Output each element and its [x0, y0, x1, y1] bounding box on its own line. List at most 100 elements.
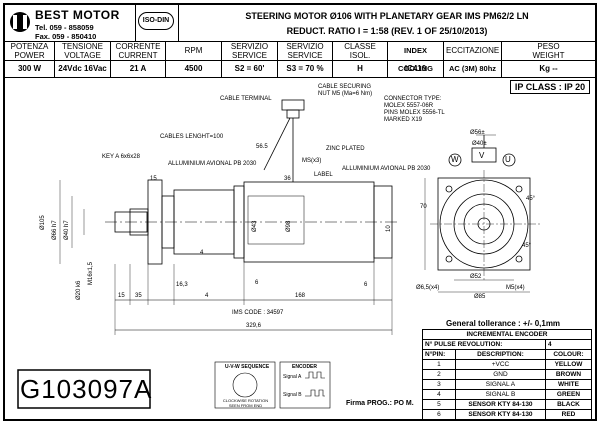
- dim-m16: M16x1,5: [88, 261, 94, 285]
- label-key: KEY A 6x6x28: [102, 154, 140, 160]
- spec-col-insulation: CLASSE ISOL. H: [333, 41, 388, 77]
- spec-header: INDEX COOLING: [388, 41, 443, 73]
- dim-phi85: Ø85: [474, 294, 486, 300]
- drawing-number: G103097A: [20, 374, 153, 404]
- dim-phi98: Ø98: [286, 220, 292, 232]
- label-cable-securing: CABLE SECURING: [318, 84, 372, 90]
- label-phase-u: U: [505, 155, 511, 164]
- label-ims-code: IMS CODE : 34597: [232, 310, 284, 316]
- spec-value: 24Vdc 16Vac: [58, 64, 107, 73]
- dim-total: 329,6: [246, 323, 262, 329]
- dim-16-3: 16,3: [176, 282, 188, 288]
- dim-36: 36: [284, 176, 291, 182]
- dim-phi66: Ø66 h7: [52, 220, 58, 240]
- logo-block: BEST MOTOR Tel. 059 - 858059 Fax. 059 - …: [5, 5, 136, 41]
- spec-header: CORRENTE CURRENT: [111, 41, 165, 61]
- label-phase-w: W: [451, 155, 459, 164]
- spec-header: SERVIZIO SERVICE: [222, 41, 277, 61]
- dim-phi56: Ø56±: [470, 130, 485, 136]
- title-block: STEERING MOTOR Ø106 WITH PLANETARY GEAR …: [178, 5, 595, 41]
- company-name: BEST MOTOR: [35, 8, 120, 22]
- dim-14-8: 6: [364, 282, 368, 288]
- label-ms3: MS(x3): [302, 158, 322, 164]
- signature-label: Firma PROG.: PO M.: [346, 400, 414, 407]
- iso-badge: ISO-DIN: [138, 12, 174, 30]
- dim-phi20: Ø20 k6: [76, 280, 82, 300]
- sheet-border: [3, 3, 597, 421]
- spec-value: AC (3M) 80hz: [448, 64, 497, 73]
- spec-header: PESO WEIGHT: [502, 41, 595, 61]
- dim-93: 4: [205, 293, 209, 299]
- dim-4: 4: [200, 250, 204, 256]
- dim-168: 168: [295, 293, 306, 299]
- encoder-header-colour: COLOUR:: [544, 349, 593, 360]
- company-fax: Fax. 059 - 850410: [35, 32, 97, 41]
- encoder-table: INCREMENTAL ENCODER N° PULSE REVOLUTION:…: [422, 329, 593, 420]
- spec-value: S2 = 60': [234, 64, 265, 73]
- dim-70: 70: [420, 204, 427, 210]
- label-angle-2: 45°: [522, 243, 532, 249]
- signal-a-label: Signal A: [283, 374, 302, 380]
- spec-col-power: POTENZA POWER 300 W: [5, 41, 55, 77]
- label-nut: NUT M5 (Ma=6 Nm): [318, 91, 373, 97]
- dim-phi52: Ø52: [470, 274, 482, 280]
- company-tel: Tel. 059 - 858059: [35, 23, 94, 32]
- seq-title: U-V-W SEQUENCE: [225, 364, 270, 370]
- label-aluminium-2: ALLUMINIUM AVIONAL PB 2030: [342, 166, 431, 172]
- spec-header: TENSIONE VOLTAGE: [55, 41, 110, 61]
- label-phase-v: V: [479, 151, 485, 160]
- label-m5: M5(x4): [506, 285, 525, 291]
- header-divider: [5, 41, 595, 42]
- label-aluminium-1: ALLUMINIUM AVIONAL PB 2030: [168, 161, 257, 167]
- spec-header: RPM: [166, 41, 221, 61]
- dim-phi105: Ø105: [40, 215, 46, 230]
- dim-15b: 15: [150, 176, 157, 182]
- spec-col-excitation: ECCITAZIONE AC (3M) 80hz: [444, 41, 502, 77]
- encoder-pulse-value: 4: [544, 339, 593, 350]
- spec-header: ECCITAZIONE: [444, 41, 501, 61]
- spec-col-voltage: TENSIONE VOLTAGE 24Vdc 16Vac: [55, 41, 111, 77]
- dim-phi40: Ø40 h7: [64, 220, 70, 240]
- signal-b-label: Signal B: [283, 392, 302, 398]
- spec-col-rpm: RPM 4500: [166, 41, 222, 77]
- dim-phi40b: Ø40±: [472, 141, 487, 147]
- seq-caption: CLOCKWISE ROTATION SEEN FROM END: [222, 398, 269, 408]
- label-zinc-plated: ZINC PLATED: [326, 146, 365, 152]
- dim-56-5: 56.5: [256, 144, 268, 150]
- ip-class-box: IP CLASS : IP 20: [510, 80, 590, 94]
- spec-value: 4500: [184, 64, 203, 73]
- spec-value: S3 = 70 %: [286, 64, 324, 73]
- label-cable-terminal: CABLE TERMINAL: [220, 96, 272, 102]
- spec-header: POTENZA POWER: [5, 41, 54, 61]
- spec-value: IC410: [404, 64, 427, 73]
- label-cables-length: CABLES LENGHT=100: [160, 134, 224, 140]
- label-angle-1: 45°: [526, 196, 536, 202]
- dim-35: 35: [135, 293, 142, 299]
- dim-6: 6: [255, 280, 259, 286]
- company-logo-icon: [10, 12, 30, 32]
- spec-value: Kg --: [539, 64, 558, 73]
- spec-col-current: CORRENTE CURRENT 21 A: [111, 41, 166, 77]
- title-line-2: REDUCT. RATIO I = 1:58 (REV. 1 OF 25/10/…: [286, 26, 488, 36]
- dim-10: 10: [386, 225, 392, 232]
- encoder-label: ENCODER: [292, 364, 318, 370]
- spec-col-service-s3: SERVIZIO SERVICE S3 = 70 %: [278, 41, 333, 77]
- label-molex: MOLEX 5557-06R: [384, 103, 434, 109]
- encoder-header-description: DESCRIPTION:: [454, 349, 546, 360]
- encoder-pulse-label: N° PULSE REVOLUTION:: [422, 339, 546, 350]
- label-pins: PINS MOLEX 5556-TL: [384, 110, 445, 116]
- spec-value: 21 A: [129, 64, 147, 73]
- dim-15: 15: [118, 293, 125, 299]
- spec-col-cooling: INDEX COOLING IC410: [388, 41, 444, 77]
- label-marked: MARKED X19: [384, 117, 423, 123]
- spec-header: SERVIZIO SERVICE: [278, 41, 332, 61]
- spec-value: 300 W: [17, 64, 42, 73]
- general-tolerance: General tollerance : +/- 0,1mm: [446, 319, 561, 328]
- label-label: LABEL: [314, 172, 333, 178]
